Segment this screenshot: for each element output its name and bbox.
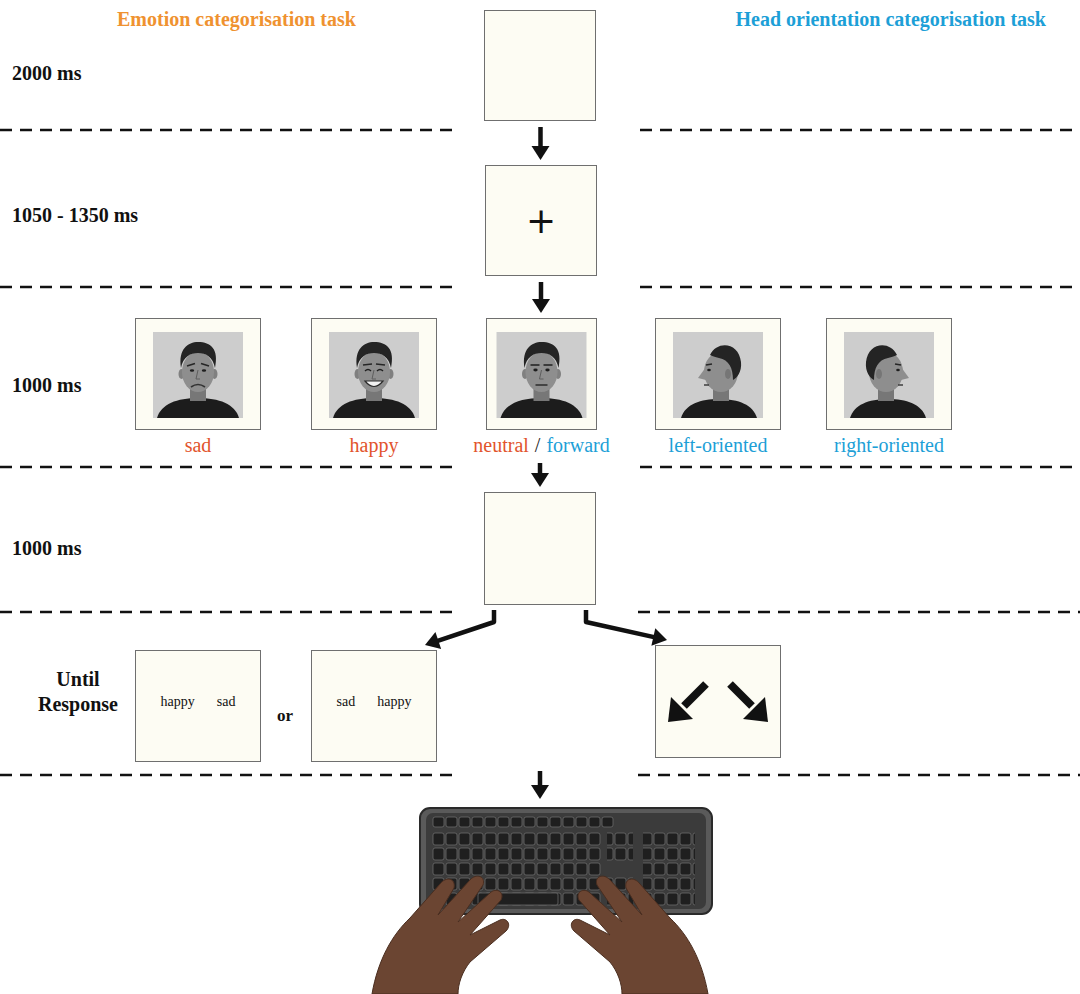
flow-arrow bbox=[531, 771, 549, 799]
label-row: neutral /forward bbox=[473, 434, 609, 457]
response-option: sad bbox=[337, 692, 356, 709]
flow-arrow bbox=[531, 463, 549, 487]
screen-box bbox=[655, 645, 781, 758]
face-frame: neutral/forward bbox=[486, 318, 597, 430]
response-screen: sad happy bbox=[311, 650, 437, 762]
duration-label: 1050 - 1350 ms bbox=[12, 204, 138, 227]
response-option: sad bbox=[217, 692, 236, 709]
screen-box bbox=[484, 10, 596, 121]
face-frame: sad bbox=[135, 318, 261, 430]
label-row: left-oriented bbox=[669, 434, 768, 457]
response-screen: happy sad bbox=[135, 650, 261, 762]
response-option: happy bbox=[377, 692, 411, 709]
condition-label: / bbox=[535, 434, 541, 457]
label-row: happy bbox=[350, 434, 399, 457]
phase-label: Until Response bbox=[22, 667, 134, 717]
arrow-icon bbox=[668, 684, 768, 722]
duration-label: 2000 ms bbox=[12, 62, 81, 85]
condition-label: left-oriented bbox=[669, 434, 768, 457]
face-frame: right-oriented bbox=[826, 318, 952, 430]
screen-fill bbox=[135, 10, 952, 762]
dashed-separator bbox=[0, 130, 1080, 775]
separator-word: or bbox=[277, 704, 293, 727]
face-photo bbox=[497, 332, 587, 418]
flow-arrow bbox=[586, 610, 667, 646]
label-row: sad bbox=[185, 434, 212, 457]
face-frame: left-oriented bbox=[655, 318, 781, 430]
face-photo bbox=[153, 332, 243, 418]
response-option: happy bbox=[161, 692, 195, 709]
flow-arrow bbox=[532, 127, 550, 160]
face-photo bbox=[329, 332, 419, 418]
condition-label: sad bbox=[185, 434, 212, 457]
duration-label: 1000 ms bbox=[12, 537, 81, 560]
face-frame: happy bbox=[311, 318, 437, 430]
option-row: happy sad bbox=[161, 692, 236, 709]
condition-label: happy bbox=[350, 434, 399, 457]
task-heading: Head orientation categorisation task bbox=[735, 8, 1046, 31]
flow-arrow bbox=[425, 610, 494, 649]
screen-box bbox=[484, 492, 596, 605]
option-row: sad happy bbox=[337, 692, 412, 709]
face-photo bbox=[673, 332, 763, 418]
screen-box: + bbox=[485, 165, 597, 276]
flow-arrow bbox=[532, 282, 550, 313]
label-row: right-oriented bbox=[834, 434, 944, 457]
fixation-cross: + bbox=[526, 203, 556, 239]
text-holder: + bbox=[526, 203, 556, 239]
condition-label: forward bbox=[546, 434, 609, 457]
condition-label: right-oriented bbox=[834, 434, 944, 457]
keyboard-illustration bbox=[420, 808, 712, 914]
task-heading: Emotion categorisation task bbox=[117, 8, 356, 31]
duration-label: 1000 ms bbox=[12, 374, 81, 397]
hands-illustration bbox=[372, 876, 708, 994]
face-photo bbox=[844, 332, 934, 418]
condition-label: neutral bbox=[473, 434, 529, 457]
